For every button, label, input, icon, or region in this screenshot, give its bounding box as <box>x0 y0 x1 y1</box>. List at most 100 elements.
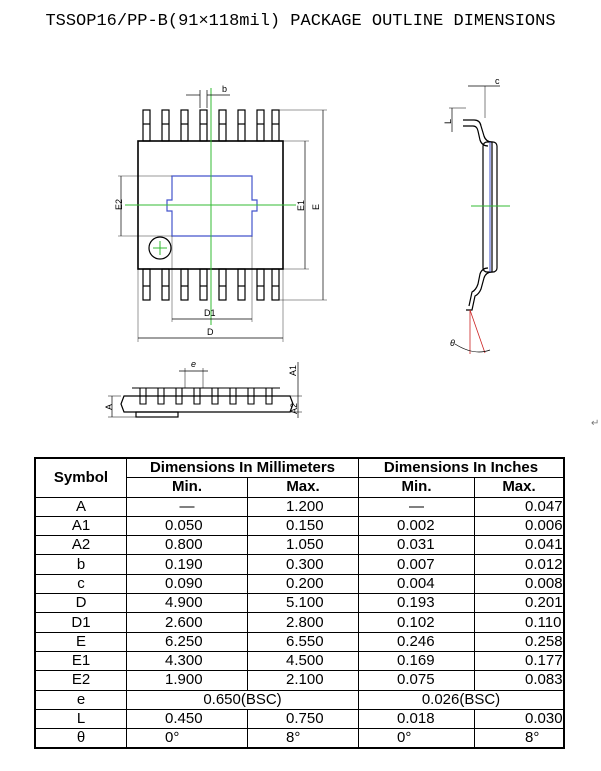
dimensions-table: Symbol Dimensions In Millimeters Dimensi… <box>34 457 565 750</box>
dim-e1-label: E1 <box>296 200 306 211</box>
table-cell: A1 <box>34 515 127 537</box>
dim-l-label: L <box>443 119 453 124</box>
table-cell: 1.900 <box>126 670 248 691</box>
table-cell: 0.750 <box>247 708 359 730</box>
table-cell: — <box>126 496 248 517</box>
table-cell: 0.018 <box>358 708 475 730</box>
table-cell: 0.246 <box>358 631 475 652</box>
table-subheader-row: Min. Max. Min. Max. <box>35 477 565 498</box>
dim-b-label: b <box>222 84 227 94</box>
table-cell: 0.007 <box>358 554 475 575</box>
exposed-pad <box>166 175 258 237</box>
table-cell: 0.150 <box>247 515 359 537</box>
mm-max-header: Max. <box>247 477 359 498</box>
table-cell: A <box>34 496 127 517</box>
table-cell: 0.193 <box>358 593 475 614</box>
table-cell: 4.900 <box>126 593 248 614</box>
dim-a-label: A <box>104 404 114 410</box>
table-cell: 0.090 <box>126 573 248 595</box>
table-cell: 8° <box>474 728 565 749</box>
table-cell: 0.012 <box>474 554 565 575</box>
table-cell: 0.050 <box>126 515 248 537</box>
table-cell: D1 <box>34 612 127 633</box>
table-cell: E2 <box>34 670 127 691</box>
table-cell: b <box>34 554 127 575</box>
table-cell: 0.041 <box>474 535 565 556</box>
front-view <box>108 362 302 418</box>
table-cell: e <box>34 689 127 710</box>
table-cell: L <box>34 708 127 730</box>
dim-e2-label: E2 <box>114 199 124 210</box>
table-cell: 1.200 <box>247 496 359 517</box>
dim-a1-label: A1 <box>288 365 298 376</box>
dim-a2-label: A2 <box>289 403 299 414</box>
package-outline-drawing: b E2 E1 E D1 D <box>104 76 510 418</box>
table-cell: 0.004 <box>358 573 475 595</box>
table-cell: 0.201 <box>474 593 565 614</box>
mm-min-header: Min. <box>126 477 248 498</box>
top-leads <box>142 109 280 142</box>
table-cell: 0.169 <box>358 650 475 672</box>
table-cell: 6.250 <box>126 631 248 652</box>
symbol-header: Symbol <box>34 457 127 498</box>
page-title: TSSOP16/PP-B(91×118mil) PACKAGE OUTLINE … <box>45 12 556 31</box>
table-cell: 0.450 <box>126 708 248 730</box>
table-cell: 0.177 <box>474 650 565 672</box>
table-cell: 0.650(BSC) <box>126 689 359 710</box>
in-min-header: Min. <box>358 477 475 498</box>
dim-d1-label: D1 <box>204 308 216 318</box>
dim-d-label: D <box>207 327 214 337</box>
table-cell: 8° <box>247 728 359 749</box>
table-cell: 1.050 <box>247 535 359 556</box>
table-cell: 6.550 <box>247 631 359 652</box>
table-cell: 0.008 <box>474 573 565 595</box>
table-cell: 0.300 <box>247 554 359 575</box>
top-view: b E2 E1 E D1 D <box>114 84 327 342</box>
table-cell: 5.100 <box>247 593 359 614</box>
table-cell: 0.190 <box>126 554 248 575</box>
dim-e-pitch-label: e <box>191 359 196 369</box>
dim-theta-label: θ <box>450 338 455 348</box>
table-cell: 0.258 <box>474 631 565 652</box>
table-cell: 0.047 <box>474 496 565 517</box>
table-cell: 2.800 <box>247 612 359 633</box>
table-cell: 0.026(BSC) <box>358 689 565 710</box>
table-cell: — <box>358 496 475 517</box>
table-cell: E1 <box>34 650 127 672</box>
table-cell: 0.006 <box>474 515 565 537</box>
table-cell: 0° <box>126 728 248 749</box>
table-cell: D <box>34 593 127 614</box>
in-max-header: Max. <box>474 477 565 498</box>
table-cell: c <box>34 573 127 595</box>
table-cell: 2.100 <box>247 670 359 691</box>
table-header-row: Symbol Dimensions In Millimeters Dimensi… <box>34 457 565 498</box>
table-cell: 4.300 <box>126 650 248 672</box>
table-cell: 0° <box>358 728 475 749</box>
in-header: Dimensions In Inches <box>358 457 565 479</box>
table-cell: 0.110 <box>474 612 565 633</box>
table-cell: θ <box>34 728 127 749</box>
paragraph-mark: ↵ <box>591 418 600 429</box>
bottom-leads <box>142 268 280 301</box>
dim-c-label: c <box>495 76 500 86</box>
table-cell: 4.500 <box>247 650 359 672</box>
table-cell: 0.800 <box>126 535 248 556</box>
dim-e-label: E <box>311 204 321 210</box>
table-row: A—1.200—0.047 <box>34 496 565 517</box>
table-cell: 0.031 <box>358 535 475 556</box>
table-cell: 0.102 <box>358 612 475 633</box>
table-cell: E <box>34 631 127 652</box>
table-cell: 2.600 <box>126 612 248 633</box>
table-cell: 0.075 <box>358 670 475 691</box>
pin1-marker <box>148 236 172 260</box>
